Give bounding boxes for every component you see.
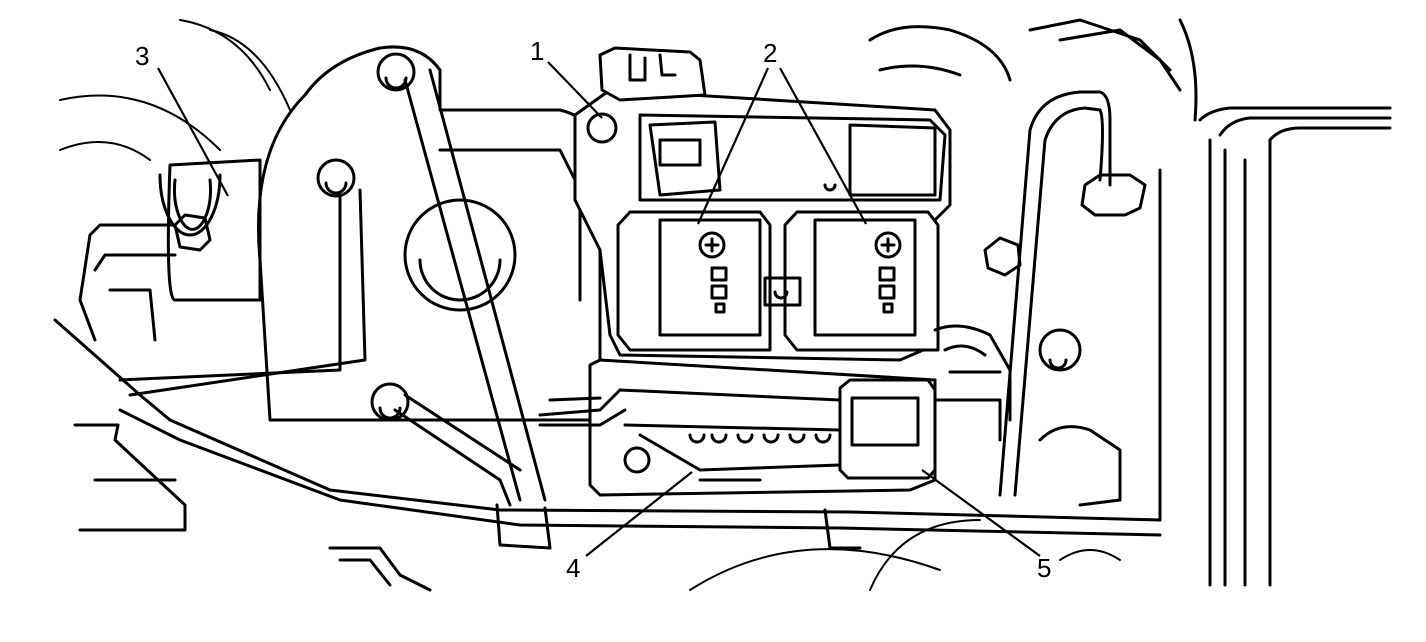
callout-2: 2 bbox=[763, 38, 777, 68]
callout-4: 4 bbox=[566, 553, 580, 583]
callout-1: 1 bbox=[530, 36, 544, 66]
callout-labels: 1 2 3 4 5 bbox=[135, 36, 1051, 583]
callout-5: 5 bbox=[1037, 553, 1051, 583]
right-brake-line bbox=[998, 90, 1147, 497]
control-module bbox=[538, 46, 1012, 497]
leader-3 bbox=[157, 67, 229, 197]
hydraulic-modulator bbox=[78, 45, 602, 507]
leader-2a bbox=[696, 67, 770, 225]
leader-4 bbox=[585, 471, 693, 557]
leader-1 bbox=[547, 61, 603, 119]
leader-lines bbox=[157, 61, 1041, 557]
leader-5 bbox=[921, 469, 1041, 557]
leader-2b bbox=[779, 67, 867, 225]
callout-3: 3 bbox=[135, 41, 149, 71]
